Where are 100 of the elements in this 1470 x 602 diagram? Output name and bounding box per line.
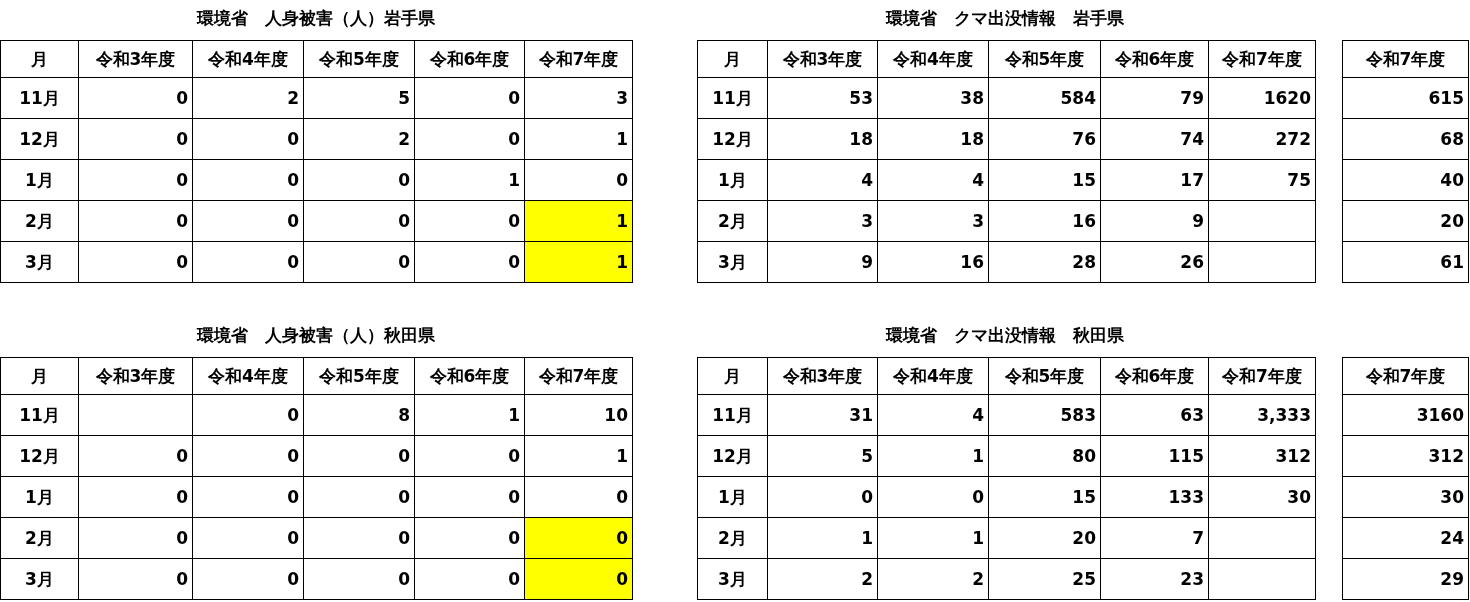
table-title: 環境省 クマ出没情報 秋田県 <box>886 324 1124 347</box>
count-value: 0 <box>616 528 628 548</box>
count-value: 0 <box>287 170 299 190</box>
month-label: 3月 <box>25 567 54 591</box>
table-title: 環境省 人身被害（人）岩手県 <box>197 7 435 30</box>
column-header: 令和5年度 <box>319 364 399 388</box>
count-value: 7 <box>1192 528 1204 548</box>
column-header: 令和6年度 <box>429 47 510 71</box>
count-value: 0 <box>176 569 188 589</box>
count-value: 2 <box>398 129 410 149</box>
column-header: 令和7年度 <box>1365 364 1446 388</box>
count-value: 0 <box>972 487 984 507</box>
count-value: 0 <box>508 487 520 507</box>
count-value: 0 <box>398 446 410 466</box>
count-value: 76 <box>1072 129 1096 149</box>
month-label: 1月 <box>718 485 747 509</box>
column-header: 月 <box>31 364 48 388</box>
count-value: 0 <box>398 252 410 272</box>
count-value: 79 <box>1180 88 1204 108</box>
month-label: 12月 <box>712 444 753 468</box>
count-value: 2 <box>972 569 984 589</box>
column-header: 令和3年度 <box>782 47 863 71</box>
count-value: 0 <box>508 252 520 272</box>
count-value: 25 <box>1072 569 1096 589</box>
column-header: 月 <box>31 47 48 71</box>
column-header: 令和7年度 <box>1365 47 1446 71</box>
count-value: 30 <box>1440 487 1464 507</box>
column-header: 令和6年度 <box>1114 47 1195 71</box>
count-value: 9 <box>861 252 873 272</box>
month-label: 11月 <box>19 86 60 110</box>
column-header: 令和7年度 <box>1222 364 1302 388</box>
count-value: 1 <box>972 528 984 548</box>
count-value: 0 <box>287 446 299 466</box>
count-value: 1 <box>508 405 520 425</box>
month-label: 12月 <box>712 127 753 151</box>
count-value: 0 <box>616 569 628 589</box>
column-header: 令和6年度 <box>429 364 510 388</box>
column-header: 令和7年度 <box>538 47 619 71</box>
count-value: 0 <box>176 528 188 548</box>
month-label: 3月 <box>718 250 747 274</box>
month-label: 12月 <box>19 444 60 468</box>
count-value: 584 <box>1060 88 1096 108</box>
count-value: 0 <box>508 528 520 548</box>
count-value: 0 <box>176 211 188 231</box>
count-value: 0 <box>398 569 410 589</box>
count-value: 31 <box>849 405 873 425</box>
count-value: 0 <box>176 446 188 466</box>
count-value: 5 <box>861 446 873 466</box>
count-value: 63 <box>1180 405 1204 425</box>
count-value: 0 <box>616 170 628 190</box>
count-value: 29 <box>1440 569 1464 589</box>
column-header: 令和3年度 <box>95 364 176 388</box>
count-value: 18 <box>849 129 873 149</box>
count-value: 0 <box>176 170 188 190</box>
count-value: 75 <box>1287 170 1311 190</box>
count-value: 0 <box>287 252 299 272</box>
count-value: 26 <box>1180 252 1204 272</box>
month-label: 2月 <box>25 526 54 550</box>
count-value: 1 <box>508 170 520 190</box>
column-header: 令和3年度 <box>95 47 176 71</box>
count-value: 1 <box>616 446 628 466</box>
column-header: 月 <box>724 47 741 71</box>
count-value: 0 <box>508 211 520 231</box>
column-header: 令和7年度 <box>538 364 619 388</box>
month-label: 2月 <box>718 526 747 550</box>
count-value: 133 <box>1168 487 1204 507</box>
column-header: 令和5年度 <box>1004 364 1085 388</box>
count-value: 4 <box>972 170 984 190</box>
count-value: 17 <box>1180 170 1204 190</box>
month-label: 11月 <box>712 403 753 427</box>
count-value: 24 <box>1440 528 1464 548</box>
count-value: 3 <box>861 211 873 231</box>
count-value: 74 <box>1180 129 1204 149</box>
count-value: 312 <box>1275 446 1311 466</box>
count-value: 2 <box>287 88 299 108</box>
column-header: 令和4年度 <box>893 364 973 388</box>
month-label: 3月 <box>718 567 747 591</box>
count-value: 0 <box>176 487 188 507</box>
column-header: 令和7年度 <box>1222 47 1302 71</box>
count-value: 4 <box>861 170 873 190</box>
count-value: 0 <box>176 129 188 149</box>
count-value: 0 <box>287 129 299 149</box>
count-value: 16 <box>960 252 984 272</box>
month-label: 11月 <box>712 86 753 110</box>
count-value: 38 <box>960 88 984 108</box>
count-value: 0 <box>508 569 520 589</box>
count-value: 18 <box>960 129 984 149</box>
column-header: 令和4年度 <box>208 364 288 388</box>
month-label: 2月 <box>25 209 54 233</box>
count-value: 0 <box>398 211 410 231</box>
count-value: 10 <box>604 405 628 425</box>
month-label: 11月 <box>19 403 60 427</box>
count-value: 1 <box>861 528 873 548</box>
count-value: 15 <box>1072 487 1096 507</box>
count-value: 1 <box>616 252 628 272</box>
column-header: 令和4年度 <box>893 47 973 71</box>
count-value: 272 <box>1275 129 1311 149</box>
count-value: 0 <box>398 528 410 548</box>
count-value: 53 <box>849 88 873 108</box>
column-header: 令和6年度 <box>1114 364 1195 388</box>
